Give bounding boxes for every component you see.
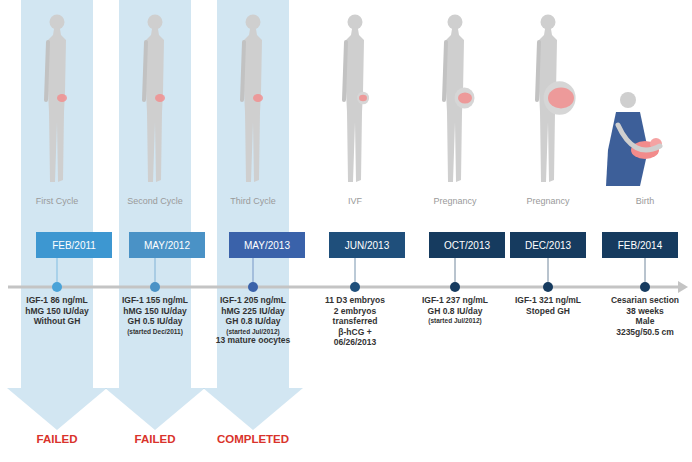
phase-label: IVF xyxy=(348,197,362,207)
phase-label: Third Cycle xyxy=(230,197,276,207)
date-text: FEB/2014 xyxy=(618,240,662,251)
date-text: MAY/2013 xyxy=(244,240,290,251)
woman-silhouette xyxy=(537,15,576,183)
woman-silhouette xyxy=(46,15,67,183)
date-box: DEC/2013 xyxy=(510,232,586,258)
phase-arrow xyxy=(105,0,205,430)
detail-text: Without GH xyxy=(34,317,81,326)
detail-text: transferred xyxy=(333,317,378,326)
detail-text: IGF-1 155 ng/mL xyxy=(122,296,188,305)
timeline-dot xyxy=(350,282,360,292)
outcome-label: FAILED xyxy=(135,433,176,446)
date-box: MAY/2012 xyxy=(129,232,205,258)
detail-text: GH 0.8 IU/day xyxy=(428,307,483,316)
detail-text: hMG 225 IU/day xyxy=(221,307,284,316)
detail-text: GH 0.8 IU/day xyxy=(226,317,281,326)
phase-label: Birth xyxy=(636,197,655,207)
timeline-axis xyxy=(8,286,680,289)
detail-text: hMG 150 IU/day xyxy=(123,307,186,316)
outcome-label: COMPLETED xyxy=(217,433,289,446)
phase-label: First Cycle xyxy=(36,197,79,207)
timeline-dot xyxy=(450,282,460,292)
detail-text: 2 embryos xyxy=(334,307,377,316)
timeline-dot xyxy=(640,282,650,292)
date-box: MAY/2013 xyxy=(229,232,305,258)
detail-text: 13 mature oocytes xyxy=(216,336,291,345)
detail-text: Stoped GH xyxy=(526,307,570,316)
date-box: OCT/2013 xyxy=(429,232,505,258)
date-text: MAY/2012 xyxy=(144,240,190,251)
note-text: (started Jul/2012) xyxy=(226,328,279,335)
note-text: (started Jul/2012) xyxy=(428,317,481,324)
phase-label: Second Cycle xyxy=(127,197,183,207)
date-text: OCT/2013 xyxy=(444,240,490,251)
note-text: (started Dec/2011) xyxy=(127,328,183,335)
timeline-arrowhead xyxy=(678,281,688,293)
timeline-dot xyxy=(150,282,160,292)
detail-text: Cesarian section xyxy=(611,296,679,305)
date-box: JUN/2013 xyxy=(329,232,405,258)
detail-text: hMG 150 IU/day xyxy=(25,307,88,316)
detail-text: IGF-1 86 ng/mL xyxy=(26,296,87,305)
mother-with-baby xyxy=(606,92,662,186)
detail-text: 3235g/50.5 cm xyxy=(616,328,674,337)
phase-arrow xyxy=(203,0,303,430)
detail-text: IGF-1 205 ng/mL xyxy=(220,296,286,305)
date-text: DEC/2013 xyxy=(525,240,571,251)
timeline-dot xyxy=(52,282,62,292)
date-box: FEB/2011 xyxy=(36,232,112,258)
woman-silhouette xyxy=(444,15,475,183)
detail-text: 38 weeks xyxy=(626,307,663,316)
detail-text: Male xyxy=(636,317,655,326)
detail-text: 06/26/2013 xyxy=(334,338,377,347)
outcome-label: FAILED xyxy=(37,433,78,446)
detail-text: IGF-1 321 ng/mL xyxy=(515,296,581,305)
timeline-dot xyxy=(543,282,553,292)
date-text: FEB/2011 xyxy=(52,240,96,251)
date-text: JUN/2013 xyxy=(345,240,389,251)
woman-silhouette xyxy=(344,15,369,183)
woman-silhouette xyxy=(242,15,263,183)
detail-text: β-hCG + xyxy=(338,328,371,337)
date-box: FEB/2014 xyxy=(602,232,678,258)
phase-arrow xyxy=(7,0,107,430)
phase-label: Pregnancy xyxy=(526,197,569,207)
detail-text: GH 0.5 IU/day xyxy=(128,317,183,326)
detail-text: 11 D3 embryos xyxy=(325,296,385,305)
detail-text: IGF-1 237 ng/mL xyxy=(422,296,488,305)
phase-label: Pregnancy xyxy=(433,197,476,207)
woman-silhouette xyxy=(144,15,165,183)
timeline-dot xyxy=(248,282,258,292)
